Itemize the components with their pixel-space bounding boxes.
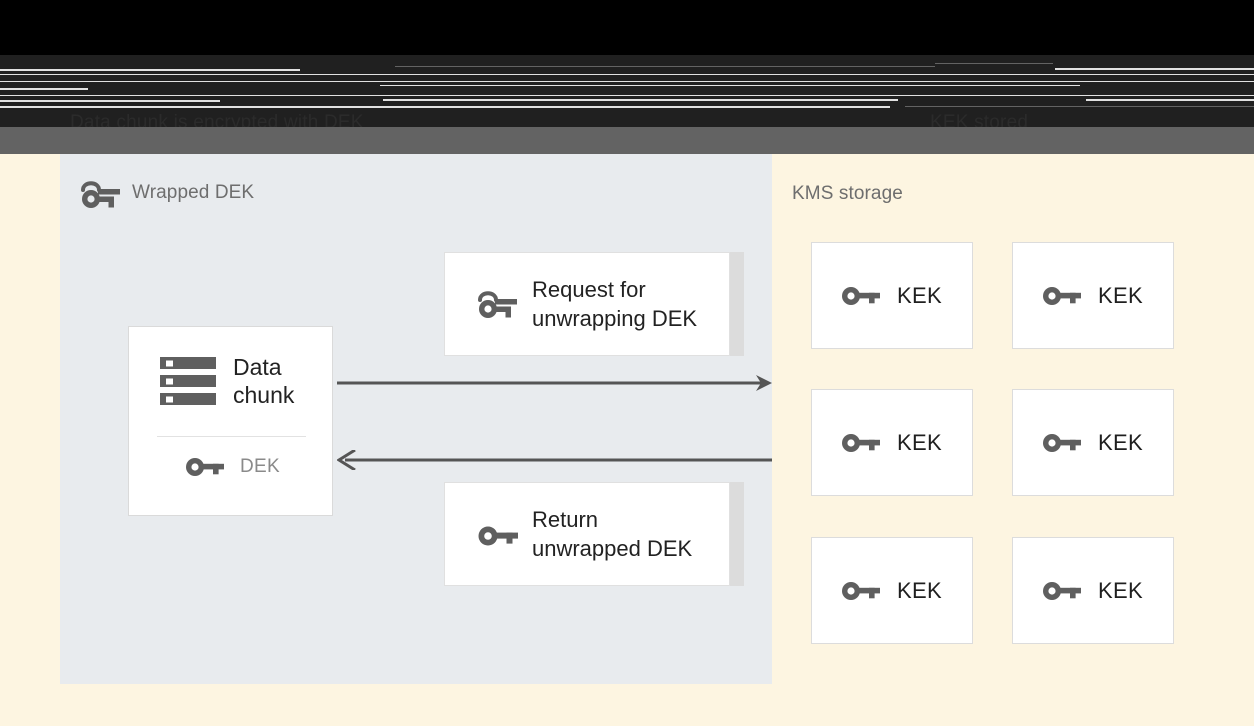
dek-row: DEK — [129, 455, 332, 479]
chrome-gray-band — [0, 127, 1254, 154]
chrome-artifact-line — [0, 100, 220, 102]
chrome-artifact-line — [935, 63, 1053, 64]
data-chunk-card-header: Data chunk — [129, 327, 332, 409]
server-stack-icon — [160, 357, 216, 405]
dek-label: DEK — [240, 456, 280, 477]
kek-box[interactable]: KEK — [1012, 242, 1174, 349]
chrome-artifact-line — [0, 95, 1254, 96]
request-arrow — [337, 375, 772, 391]
kek-label: KEK — [1098, 429, 1143, 455]
key-icon — [1043, 433, 1082, 452]
chrome-artifact-line — [0, 69, 300, 71]
data-chunk-card[interactable]: Data chunk DEK — [128, 326, 333, 516]
return-unwrapped-card[interactable]: Return unwrapped DEK — [444, 482, 730, 586]
chrome-artifact-line — [0, 74, 1254, 75]
kek-label: KEK — [897, 429, 942, 455]
key-icon — [1043, 581, 1082, 600]
kek-label: KEK — [1098, 282, 1143, 308]
data-chunk-divider — [157, 436, 306, 437]
key-icon — [842, 433, 881, 452]
data-chunk-title: Data chunk — [233, 354, 295, 408]
kek-box[interactable]: KEK — [811, 537, 973, 644]
kek-box[interactable]: KEK — [811, 389, 973, 496]
chrome-artifact-line — [905, 106, 1254, 107]
chrome-black-band — [0, 0, 1254, 55]
key-icon — [478, 526, 518, 546]
chrome-artifact-line — [395, 66, 935, 67]
obscured-header-right-text: KEK stored permanently in KMS — [930, 112, 1029, 127]
obscured-header-left-text: Data chunk is encrypted with DEK and sto… — [70, 112, 364, 127]
kek-label: KEK — [897, 577, 942, 603]
kek-box[interactable]: KEK — [1012, 537, 1174, 644]
chrome-artifact-line — [1055, 68, 1254, 70]
wrapped-key-icon — [478, 291, 517, 318]
kek-label: KEK — [897, 282, 942, 308]
kek-box[interactable]: KEK — [811, 242, 973, 349]
return-arrow — [337, 450, 772, 470]
chrome-artifact-line — [0, 106, 890, 108]
wrapped-dek-panel-title: Wrapped DEK — [132, 182, 255, 203]
key-icon — [186, 458, 224, 476]
chrome-dark-band: Data chunk is encrypted with DEK and sto… — [0, 55, 1254, 127]
key-icon — [842, 286, 881, 305]
chrome-artifact-line — [380, 85, 1080, 86]
kek-box[interactable]: KEK — [1012, 389, 1174, 496]
chrome-artifact-line — [1086, 99, 1254, 101]
return-unwrapped-label: Return unwrapped DEK — [532, 507, 693, 561]
chrome-artifact-line — [0, 81, 1254, 82]
chrome-artifact-line — [0, 88, 88, 90]
kms-storage-title: KMS storage — [792, 183, 903, 204]
kek-label: KEK — [1098, 577, 1143, 603]
key-icon — [1043, 286, 1082, 305]
request-unwrap-label: Request for unwrapping DEK — [532, 277, 698, 331]
key-icon — [842, 581, 881, 600]
wrapped-key-icon — [81, 181, 120, 208]
request-unwrap-card[interactable]: Request for unwrapping DEK — [444, 252, 730, 356]
chrome-artifact-line — [383, 99, 898, 101]
